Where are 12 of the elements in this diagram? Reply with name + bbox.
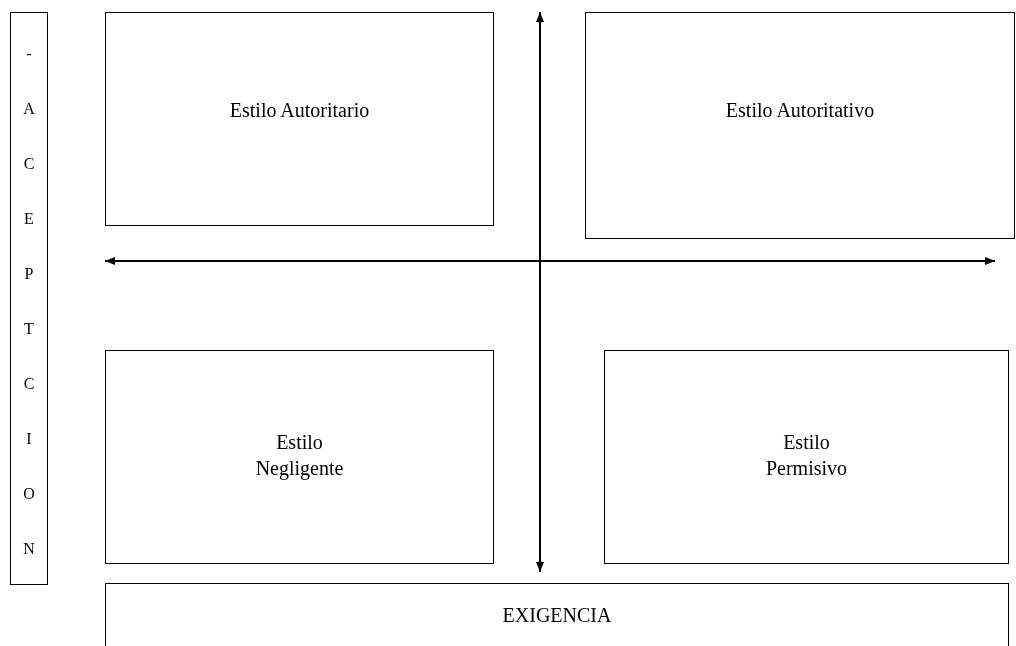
- axis-label: -ACEPTCION: [23, 44, 35, 559]
- quadrant-box: [105, 350, 494, 564]
- quadrant-label: Estilo Permisivo: [765, 430, 848, 481]
- quadrant-box: [105, 12, 494, 226]
- quadrant-box: [105, 583, 1009, 646]
- quadrant-label: Estilo Negligente: [255, 430, 344, 481]
- axis-label-box: [10, 12, 48, 585]
- quadrant-label: Estilo Autoritario: [229, 98, 370, 123]
- quadrant-box: [585, 12, 1015, 239]
- quadrant-label: Estilo Autoritativo: [725, 98, 875, 123]
- quadrant-label: EXIGENCIA: [502, 603, 612, 628]
- quadrant-box: [604, 350, 1009, 564]
